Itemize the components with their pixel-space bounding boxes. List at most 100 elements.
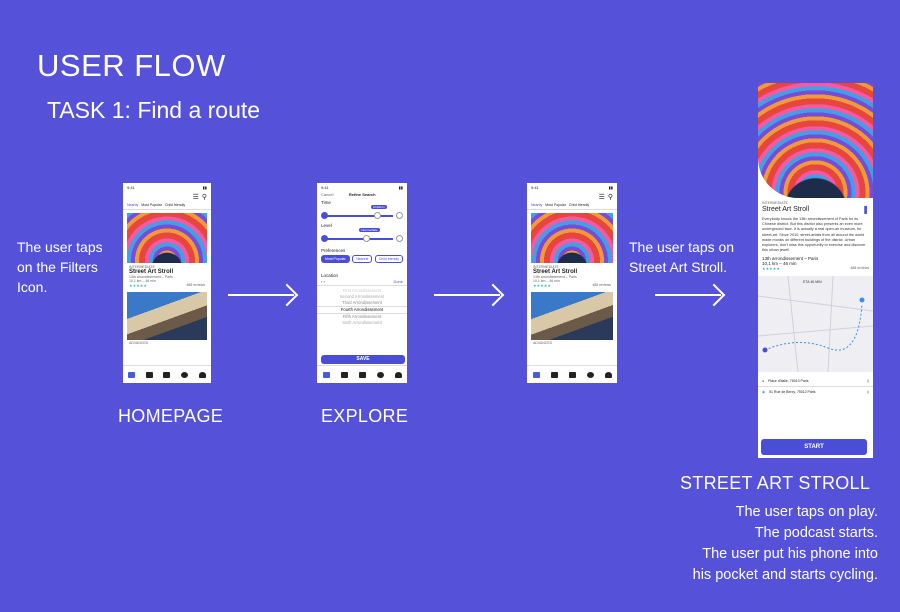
route-image[interactable] xyxy=(127,213,207,263)
level-slider-start-knob[interactable] xyxy=(321,235,328,242)
end-point-icon: ◉ xyxy=(762,390,766,395)
tab-child-friendly[interactable]: Child friendly xyxy=(164,203,186,207)
filters-icon[interactable]: ☰ xyxy=(598,194,605,201)
detail-meta: 10,1 km – 46 min xyxy=(762,261,797,267)
location-nav-arrows-icon[interactable]: ‹ › xyxy=(321,279,325,284)
time-slider[interactable] xyxy=(324,215,393,217)
route-image-2[interactable] xyxy=(127,292,207,340)
explore-header: Refine Search xyxy=(348,192,376,197)
level-label: Level xyxy=(321,223,332,228)
tab-nearby[interactable]: Nearby xyxy=(127,203,139,207)
label-homepage: HOMEPAGE xyxy=(118,406,224,426)
street-art-stroll-screen: INTERMEDIATE Street Art Stroll ❚ Everybo… xyxy=(758,83,873,458)
location-option[interactable]: Third Arrondissement xyxy=(342,300,382,305)
save-button[interactable]: SAVE xyxy=(321,355,405,364)
done-button[interactable]: Done xyxy=(393,279,403,284)
filters-icon[interactable]: ☰ xyxy=(192,194,199,201)
route-location: 13th arrondissement – Paris xyxy=(533,275,577,279)
level-value: Intermediate xyxy=(359,228,380,232)
preferences-label: Preferences xyxy=(321,248,346,253)
route-image-2[interactable] xyxy=(531,292,613,340)
route-reviews: 488 reviews xyxy=(592,283,611,287)
route-reviews: 488 reviews xyxy=(186,283,205,287)
pref-nearest[interactable]: Nearest xyxy=(352,255,373,263)
status-time: 9:41 xyxy=(127,185,135,190)
bottom-nav xyxy=(123,365,211,383)
mic-icon[interactable]: ▮ xyxy=(867,390,869,395)
nav-analytics-icon[interactable] xyxy=(163,371,171,378)
detail-level: INTERMEDIATE xyxy=(762,201,788,205)
nav-add-route-icon[interactable] xyxy=(586,371,594,378)
search-icon[interactable]: ⚲ xyxy=(607,194,613,201)
note-final: The user taps on play. The podcast start… xyxy=(693,502,878,586)
route-2-level: ADVANCED xyxy=(129,341,149,345)
route-map[interactable]: ETA 46 MIN xyxy=(758,276,873,373)
nav-explore-icon[interactable] xyxy=(532,371,540,378)
time-slider-start-knob[interactable] xyxy=(321,212,328,219)
label-explore: EXPLORE xyxy=(321,406,409,426)
rating-stars-icon: ★★★★★ xyxy=(533,283,551,288)
location-option[interactable]: Second Arrondissement xyxy=(339,294,385,299)
level-slider[interactable] xyxy=(324,238,393,240)
route-2-level: ADVANCED xyxy=(533,341,553,345)
pref-most-popular[interactable]: Most Popular xyxy=(321,255,350,263)
nav-team-icon[interactable] xyxy=(550,371,558,378)
tab-child-friendly[interactable]: Child friendly xyxy=(568,203,590,207)
location-option[interactable]: Sixth Arrondissement xyxy=(342,320,382,325)
detail-description: Everybody knows the 13th arrondissement … xyxy=(762,217,866,253)
route-card-title[interactable]: Street Art Stroll xyxy=(129,269,174,275)
nav-analytics-icon[interactable] xyxy=(568,371,576,378)
route-map-drawing xyxy=(758,276,873,373)
detail-title: Street Art Stroll xyxy=(762,206,810,213)
label-street-art-stroll: STREET ART STROLL xyxy=(680,473,871,493)
nav-explore-icon[interactable] xyxy=(322,371,330,378)
location-option[interactable]: Fifth Arrondissement xyxy=(342,314,382,319)
nav-team-icon[interactable] xyxy=(145,371,153,378)
nav-add-route-icon[interactable] xyxy=(376,371,384,378)
page-title: USER FLOW xyxy=(37,48,226,83)
homepage-screen: 9:41▮▮ ☰ ⚲ Nearby Most Popular Child fri… xyxy=(123,183,211,383)
battery-icon-3: ▮▮ xyxy=(608,185,613,190)
route-meta: 10,1 km – 46 min xyxy=(533,279,560,283)
detail-hero-image xyxy=(758,83,873,198)
time-slider-knob[interactable] xyxy=(374,212,381,219)
note-street-art: The user taps on Street Art Stroll. xyxy=(629,239,735,275)
tab-most-popular[interactable]: Most Popular xyxy=(545,203,566,207)
route-image[interactable] xyxy=(531,213,613,263)
level-slider-knob[interactable] xyxy=(363,235,370,242)
location-picker[interactable]: First Arrondissement Second Arrondisseme… xyxy=(317,286,407,326)
start-button[interactable]: START xyxy=(761,439,867,455)
start-point: Place d'Italie, 75013 Paris xyxy=(768,379,809,384)
explore-screen: 9:41▮▮ Cancel Refine Search Time 1h30min… xyxy=(317,183,407,383)
cancel-button[interactable]: Cancel xyxy=(321,192,334,197)
bookmark-icon[interactable]: ❚ xyxy=(862,205,869,214)
tab-most-popular[interactable]: Most Popular xyxy=(141,203,162,207)
tab-nearby[interactable]: Nearby xyxy=(531,203,543,207)
level-slider-end-knob[interactable] xyxy=(396,235,403,242)
note-final-line: The podcast starts. xyxy=(754,525,878,541)
flow-arrow-3 xyxy=(655,294,721,296)
nav-add-route-icon[interactable] xyxy=(181,371,189,378)
nav-explore-icon[interactable] xyxy=(128,371,136,378)
note-filters: The user taps on the Filters Icon. xyxy=(17,239,103,295)
nav-team-icon[interactable] xyxy=(340,371,348,378)
rating-stars-icon: ★★★★★ xyxy=(762,266,780,272)
detail-reviews: 488 reviews xyxy=(850,266,869,271)
pref-child-friendly[interactable]: Child friendly xyxy=(374,255,403,263)
location-option[interactable]: First Arrondissement xyxy=(342,288,382,293)
page-subtitle: TASK 1: Find a route xyxy=(47,97,261,123)
detail-location: 13th arrondissement – Paris xyxy=(762,256,819,262)
time-slider-end-knob[interactable] xyxy=(396,212,403,219)
nav-profile-icon[interactable] xyxy=(394,371,402,378)
bottom-nav-3 xyxy=(527,365,617,383)
route-card-title[interactable]: Street Art Stroll xyxy=(533,269,578,275)
nav-profile-icon[interactable] xyxy=(198,371,206,378)
nav-profile-icon[interactable] xyxy=(604,371,612,378)
mic-icon[interactable]: ▮ xyxy=(867,379,869,384)
location-option-selected[interactable]: Fourth Arrondissement xyxy=(317,306,407,314)
route-level: INTERMEDIATE xyxy=(129,265,155,269)
search-icon[interactable]: ⚲ xyxy=(201,194,207,201)
nav-analytics-icon[interactable] xyxy=(358,371,366,378)
note-final-line: his pocket and starts cycling. xyxy=(692,567,878,583)
note-final-line: The user taps on play. xyxy=(735,504,878,520)
